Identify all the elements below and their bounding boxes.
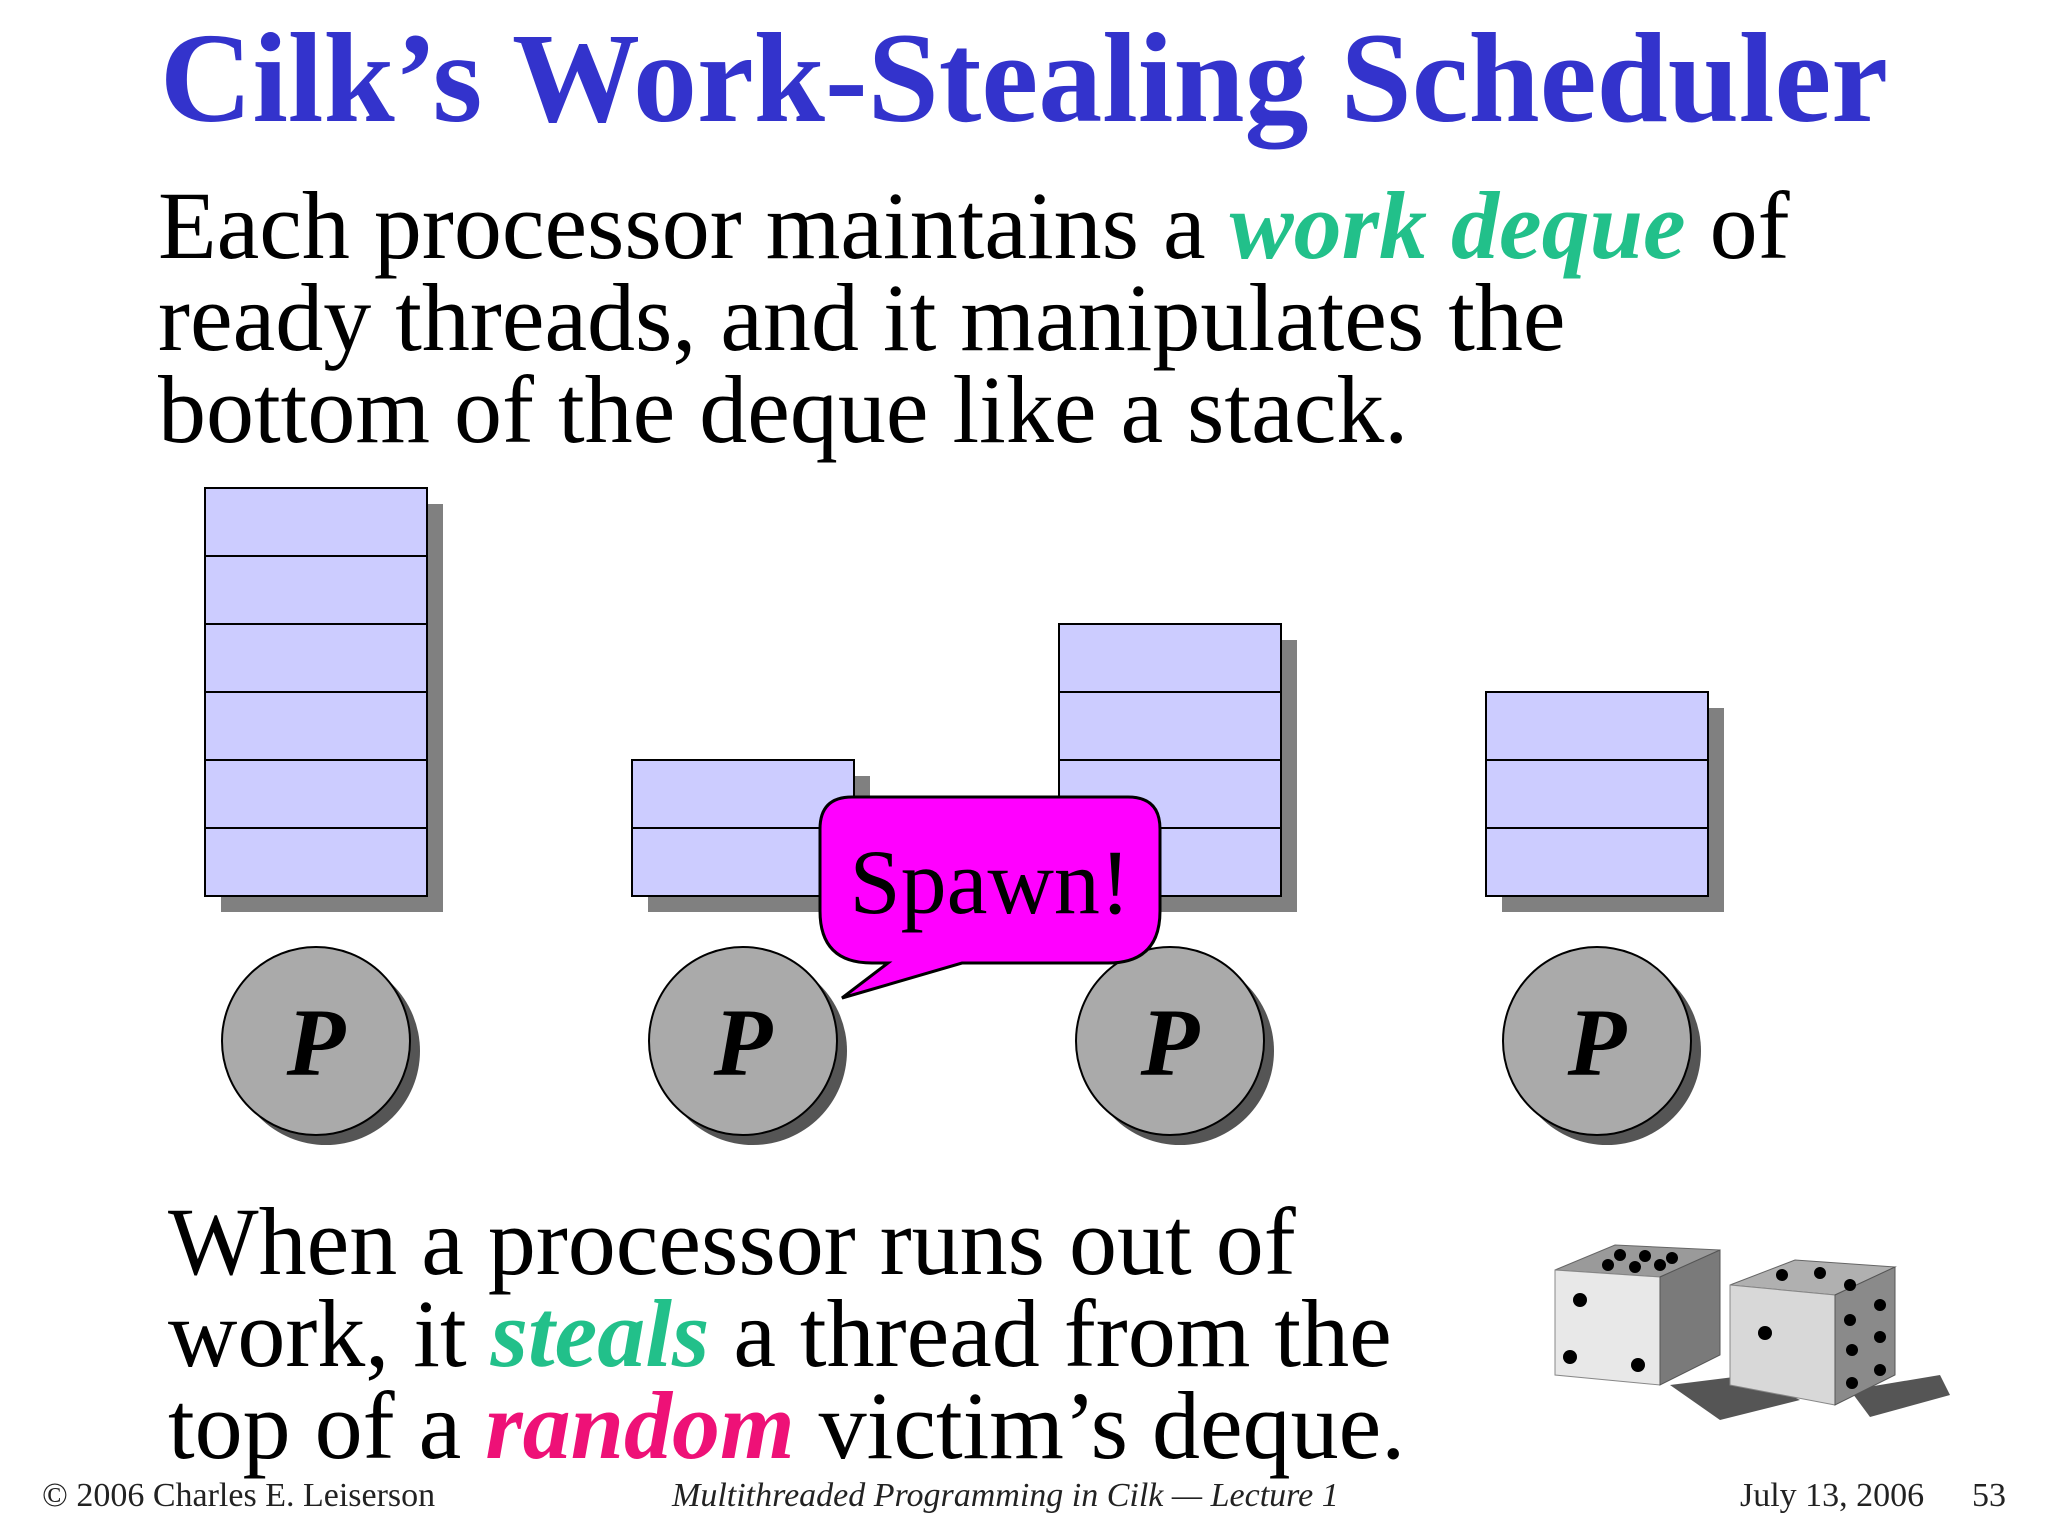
deque-slot [631,759,855,829]
footer-date: July 13, 2006 [1740,1477,1925,1514]
deque-slot [1058,691,1282,761]
intro-line-2: ready threads, and it manipulates the [158,264,1566,371]
spawn-callout-bubble [818,795,1162,1000]
steal-text-b: a thread from the [709,1280,1392,1387]
processor-disc [221,946,411,1136]
processor-disc [1502,946,1692,1136]
intro-text-b: of [1685,172,1790,279]
processor-label: P [286,989,347,1096]
deque-slot [1485,759,1709,829]
processor-disc [648,946,838,1136]
deque-slot [1058,623,1282,693]
intro-paragraph: Each processor maintains a work deque of… [158,178,1790,463]
dice-shadow-right [1850,1375,1950,1417]
steal-text-a: work, it [168,1280,491,1387]
deque-slot [204,487,428,557]
steal-paragraph: When a processor runs out of work, it st… [168,1188,1405,1474]
deque-slot [204,827,428,897]
deque-slot [204,759,428,829]
deque-slot [1485,691,1709,761]
processor-3: P [1075,946,1274,1145]
footer-course: Multithreaded Programming in Cilk — Lect… [672,1477,1339,1514]
deque-slot [631,827,855,897]
intro-line-1: Each processor maintains a work deque of [158,178,1790,274]
steal-text-d: victim’s deque. [794,1372,1406,1479]
die-left [1554,1244,1721,1386]
deque-3 [1058,623,1297,912]
spawn-callout: Spawn! [818,795,1162,1000]
processor-4: P [1502,946,1701,1145]
die-right [1729,1259,1897,1406]
deque-slot [204,555,428,625]
dice-icon [1554,1244,1950,1420]
processor-2: P [648,946,847,1145]
deque-1 [204,487,443,912]
footer-page-number: 53 [1972,1477,2006,1514]
steal-line-3: top of a random victim’s deque. [168,1378,1405,1474]
deque-slot [204,691,428,761]
steal-line-2: work, it steals a thread from the [168,1286,1405,1382]
random-emphasis: random [485,1372,795,1479]
processor-label: P [1140,989,1201,1096]
steal-line-1: When a processor runs out of [168,1188,1296,1295]
slide-title: Cilk’s Work-Stealing Scheduler [159,7,1889,149]
work-deque-diagram: P P P P Spawn! [204,487,1724,1145]
deque-2 [631,759,870,912]
footer-copyright: © 2006 Charles E. Leiserson [42,1477,436,1514]
processor-label: P [1567,989,1628,1096]
spawn-callout-text: Spawn! [849,831,1130,933]
deque-4 [1485,691,1724,912]
intro-text-a: Each processor maintains a [158,172,1230,279]
processor-1: P [221,946,420,1145]
steals-emphasis: steals [490,1280,710,1387]
intro-line-3: bottom of the deque like a stack. [158,356,1409,463]
deques-group [204,487,1724,912]
deque-slot [204,623,428,693]
processor-label: P [713,989,774,1096]
work-deque-emphasis: work deque [1229,172,1686,279]
processor-disc [1075,946,1265,1136]
steal-text-c: top of a [168,1372,486,1479]
deque-slot [1485,827,1709,897]
